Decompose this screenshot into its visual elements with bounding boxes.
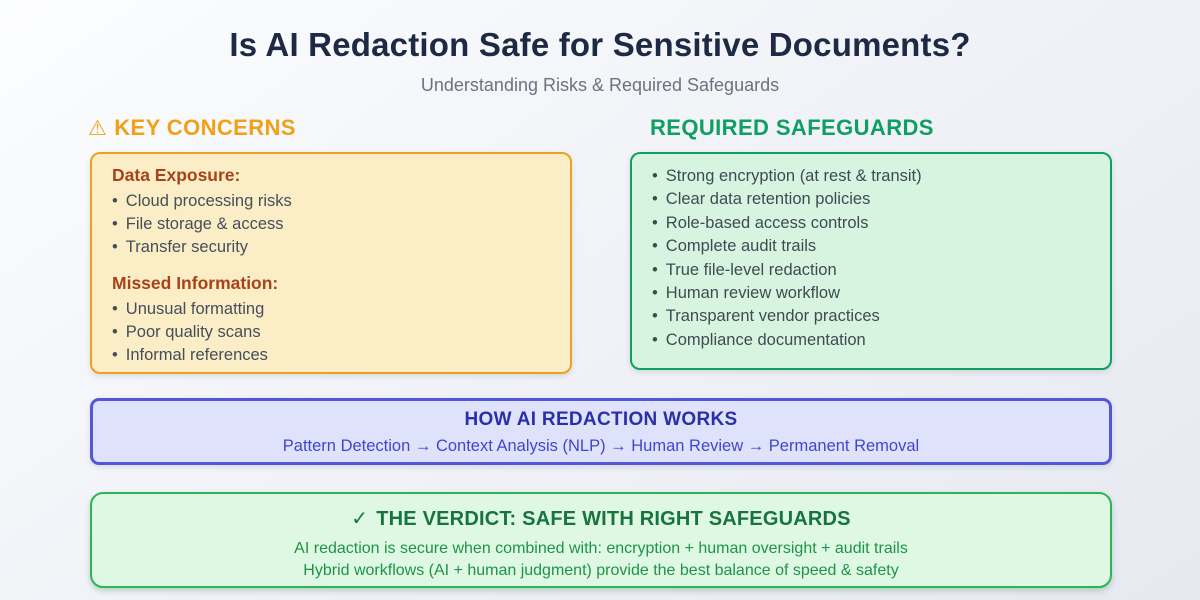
list-item: Clear data retention policies (652, 188, 1090, 211)
verdict-title-label: THE VERDICT: SAFE WITH RIGHT SAFEGUARDS (376, 508, 851, 530)
list-item: Complete audit trails (652, 235, 1090, 258)
page-subtitle: Understanding Risks & Required Safeguard… (420, 75, 780, 95)
list-item: Strong encryption (at rest & transit) (652, 165, 1090, 188)
list-item: File storage & access (112, 213, 550, 236)
verdict-title: ✓ THE VERDICT: SAFE WITH RIGHT SAFEGUARDS (92, 506, 1110, 531)
list-item: Human review workflow (652, 282, 1090, 305)
list-item: Informal references (112, 344, 550, 367)
list-item: Compliance documentation (652, 329, 1090, 352)
list-item: Cloud processing risks (112, 190, 550, 213)
required-safeguards-panel: Strong encryption (at rest & transit) Cl… (630, 152, 1112, 370)
page-title: Is AI Redaction Safe for Sensitive Docum… (229, 26, 971, 63)
verdict-line: Hybrid workflows (AI + human judgment) p… (303, 561, 899, 579)
how-it-works-title: HOW AI REDACTION WORKS (464, 409, 738, 430)
list-item: Poor quality scans (112, 321, 550, 344)
list-item: Transfer security (112, 236, 550, 259)
verdict-panel: ✓ THE VERDICT: SAFE WITH RIGHT SAFEGUARDS… (90, 492, 1112, 588)
verdict-body: AI redaction is secure when combined wit… (92, 538, 1110, 581)
key-concerns-heading-label: KEY CONCERNS (114, 115, 296, 140)
checkmark-icon: ✓ (351, 508, 369, 530)
process-flow-steps: Pattern Detection → Context Analysis (NL… (282, 437, 920, 455)
how-it-works-panel: HOW AI REDACTION WORKS Pattern Detection… (90, 398, 1112, 465)
list-item: True file-level redaction (652, 259, 1090, 282)
warning-icon: ⚠ (88, 117, 108, 140)
key-concerns-panel: Data Exposure: Cloud processing risks Fi… (90, 152, 572, 374)
list-item: Role-based access controls (652, 212, 1090, 235)
required-safeguards-heading: REQUIRED SAFEGUARDS (650, 115, 934, 140)
group-title-data-exposure: Data Exposure: (112, 165, 241, 185)
key-concerns-heading: ⚠ KEY CONCERNS (88, 115, 296, 141)
group-title-missed-information: Missed Information: (112, 272, 279, 293)
list-item: Transparent vendor practices (652, 305, 1090, 328)
verdict-line: AI redaction is secure when combined wit… (294, 540, 908, 557)
list-item: Unusual formatting (112, 298, 550, 321)
